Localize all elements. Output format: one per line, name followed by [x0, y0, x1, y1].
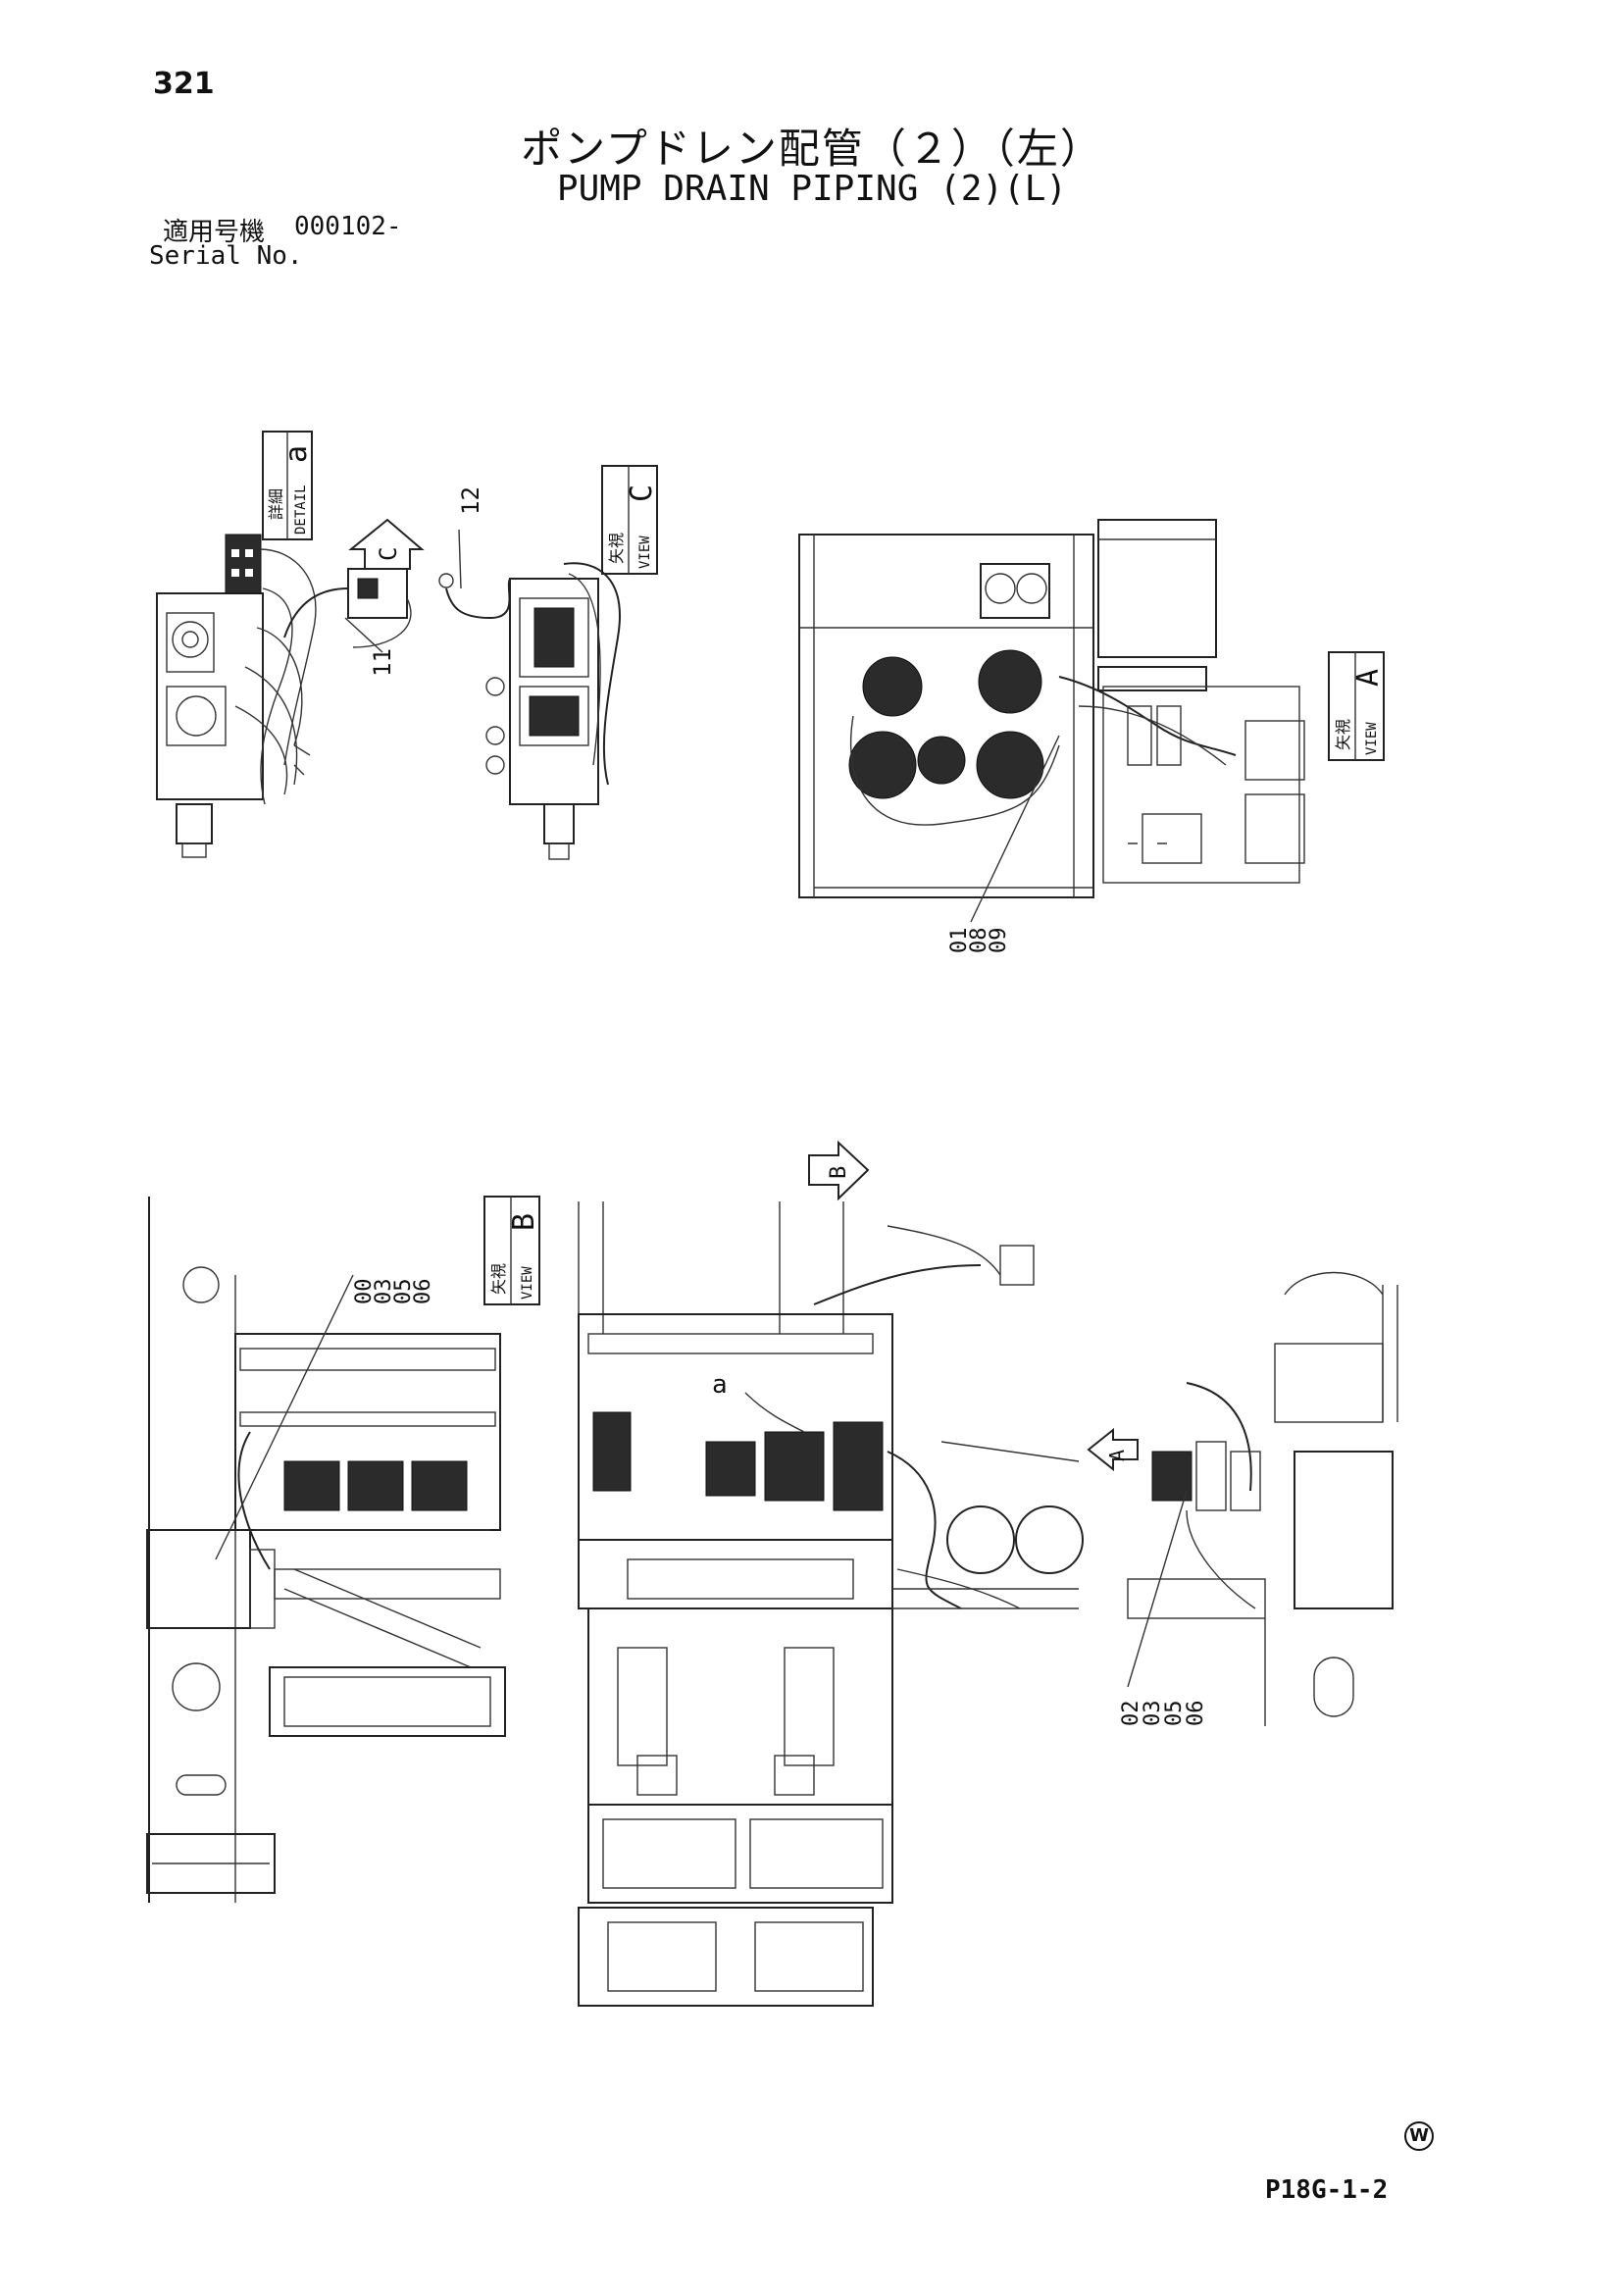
callout-06-right: 06	[1184, 1701, 1208, 1727]
view-c-pump: 12	[438, 486, 621, 860]
detail-a-jp: 詳細	[267, 488, 285, 520]
view-c-en: VIEW	[637, 536, 653, 569]
detail-a-en: DETAIL	[293, 485, 309, 535]
view-b-arrow: B	[808, 1140, 870, 1201]
callout-03-left: 03	[372, 1279, 396, 1305]
view-c-letter: C	[625, 485, 659, 502]
view-c-label: 矢視 VIEW C	[601, 465, 659, 575]
callout-11: 11	[344, 617, 396, 677]
callout-03-right: 03	[1141, 1701, 1165, 1727]
view-a-label: 矢視 VIEW A	[1328, 651, 1386, 761]
view-c-jp: 矢視	[607, 533, 626, 564]
watermark-w-mark: W	[1404, 2121, 1434, 2151]
pump-assembly-left	[156, 534, 412, 858]
view-a-en: VIEW	[1364, 722, 1380, 755]
serial-label-en: Serial No.	[149, 241, 303, 271]
view-b-letter: B	[507, 1213, 541, 1231]
serial-value: 000102-	[294, 212, 402, 241]
callout-08: 08	[967, 928, 991, 954]
view-a-jp: 矢視	[1334, 719, 1352, 750]
view-a-letter: A	[1351, 669, 1386, 687]
callout-02: 02	[1119, 1701, 1143, 1727]
callout-05-right: 05	[1162, 1701, 1187, 1727]
view-b-label: 矢視 VIEW B	[483, 1196, 541, 1305]
main-frame-plan: a	[578, 1201, 1084, 2007]
callout-00: 00	[352, 1279, 377, 1305]
page-number: 321	[153, 67, 215, 101]
detail-a-label: 詳細 DETAIL a	[262, 431, 314, 540]
detail-a-letter: a	[279, 445, 314, 463]
drawing-code: P18G-1-2	[1265, 2175, 1389, 2205]
callout-06-left: 06	[411, 1279, 435, 1305]
page-title-jp: ポンプドレン配管（２）（左）	[521, 125, 1103, 173]
svg-text:11: 11	[369, 648, 396, 677]
arrow-a-letter: A	[1105, 1450, 1129, 1461]
callout-05-left: 05	[391, 1279, 416, 1305]
callout-09: 09	[987, 928, 1011, 954]
view-b-en: VIEW	[520, 1266, 535, 1300]
view-b-jp: 矢視	[489, 1263, 508, 1295]
view-c-arrow: C	[348, 518, 425, 570]
view-b-drawing: 00 03 05 06	[146, 1197, 506, 1903]
arrow-b-letter: B	[827, 1166, 851, 1179]
view-a-drawing: 01 08 09	[798, 519, 1305, 954]
pointer-a-letter: a	[712, 1370, 728, 1400]
arrow-c-letter: C	[375, 547, 402, 561]
view-a-arrow: A	[1087, 1427, 1139, 1472]
serial-label-jp: 適用号機	[163, 218, 266, 247]
page-title-en: PUMP DRAIN PIPING (2)(L)	[556, 169, 1068, 209]
right-bottom-drawing: 02 03 05 06	[1119, 1271, 1398, 1727]
callout-12: 12	[457, 486, 484, 515]
callout-01: 01	[947, 928, 972, 954]
